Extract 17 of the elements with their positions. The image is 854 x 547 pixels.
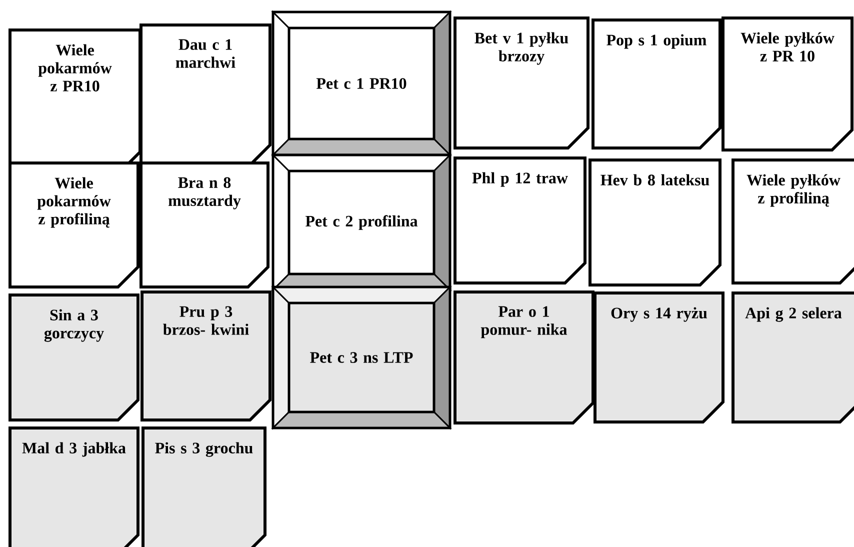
sticky-note: Pop s 1 opium (592, 18, 722, 150)
sticky-note: Pis s 3 grochu (142, 426, 266, 547)
sticky-note: Bra n 8 musztardy (140, 162, 270, 288)
sticky-note: Phl p 12 traw (454, 156, 586, 284)
sticky-note: Ory s 14 ryżu (594, 292, 724, 424)
sticky-note: Par o 1 pomur- nika (454, 290, 594, 424)
sticky-note: Mal d 3 jabłka (8, 426, 140, 547)
sticky-note: Wiele pyłków z profiliną (732, 158, 854, 284)
sticky-note: Wiele pokarmów z PR10 (8, 28, 142, 174)
sticky-note: Api g 2 selera (732, 292, 854, 424)
sticky-note: Wiele pyłków z PR 10 (722, 16, 854, 152)
sticky-note: Pru p 3 brzos- kwini (140, 290, 272, 422)
sticky-note: Sin a 3 gorczycy (8, 294, 140, 422)
sticky-note: Hev b 8 lateksu (588, 158, 722, 286)
sticky-note: Wiele pokarmów z profiliną (8, 162, 140, 288)
sticky-note: Bet v 1 pyłku brzozy (454, 16, 590, 150)
sticky-note: Dau c 1 marchwi (140, 24, 272, 166)
